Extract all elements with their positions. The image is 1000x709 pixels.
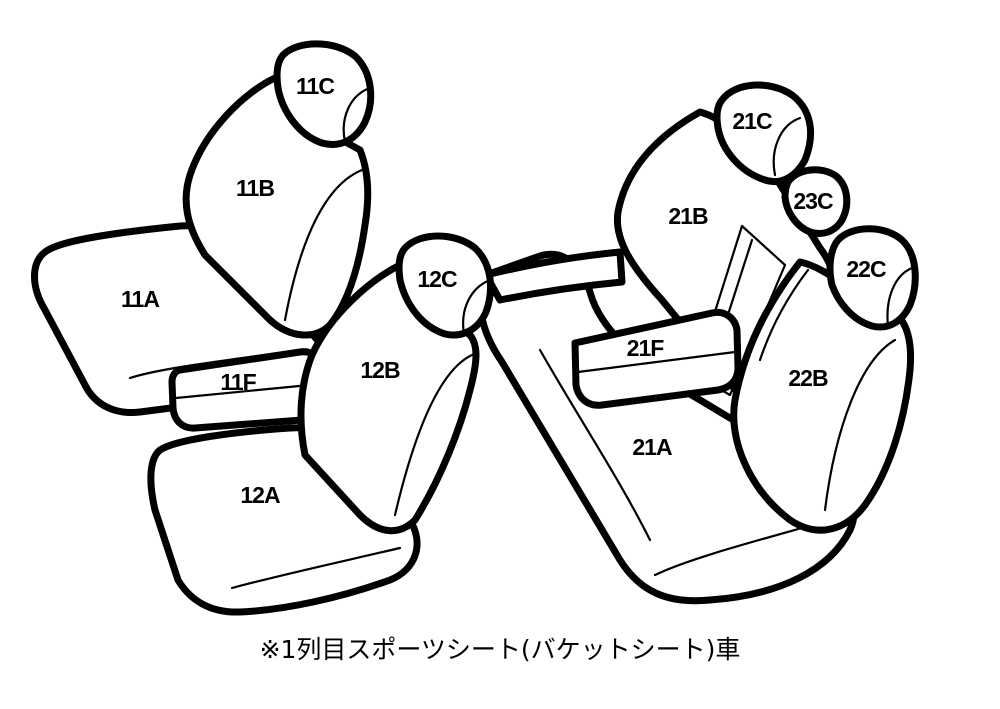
part-11C-headrest (273, 40, 375, 148)
label-21A: 21A (632, 434, 672, 460)
part-23C-headrest (781, 166, 851, 237)
part-22B-inner-line (758, 268, 810, 362)
label-21C: 21C (732, 108, 772, 134)
label-11B: 11B (236, 175, 274, 201)
part-22B-side-bolster (823, 338, 897, 512)
part-11F-armrest-edge (174, 382, 322, 400)
part-21F-armrest-edge (576, 350, 737, 374)
footnote-caption: ※1列目スポーツシート(バケットシート)車 (259, 635, 741, 664)
label-11C: 11C (296, 73, 334, 99)
part-12A-front-edge (230, 546, 402, 590)
part-22C-side-line (886, 266, 914, 328)
part-12C-headrest (395, 232, 494, 339)
label-12C: 12C (417, 266, 457, 292)
label-12A: 12A (240, 482, 280, 508)
part-22C-headrest (826, 225, 919, 331)
part-21F-armrest (571, 308, 742, 409)
label-21B: 21B (668, 203, 708, 229)
part-21C-side-line (772, 116, 802, 177)
front-seat-12-group (147, 232, 494, 616)
rear-seat-group (476, 81, 919, 605)
label-23C: 23C (793, 188, 833, 214)
label-12B: 12B (360, 357, 400, 383)
part-11B-side-bolster (283, 168, 364, 322)
label-22B: 22B (788, 365, 828, 391)
part-11C-side-line (342, 86, 372, 144)
part-12C-side-line (462, 278, 492, 336)
part-21A-backrest-strip (482, 248, 626, 304)
label-21F: 21F (627, 335, 665, 361)
label-11F: 11F (220, 369, 256, 395)
part-12B-side-bolster (393, 353, 474, 517)
part-21A-seam (538, 348, 652, 542)
label-22C: 22C (846, 256, 886, 282)
label-11A: 11A (121, 286, 159, 312)
